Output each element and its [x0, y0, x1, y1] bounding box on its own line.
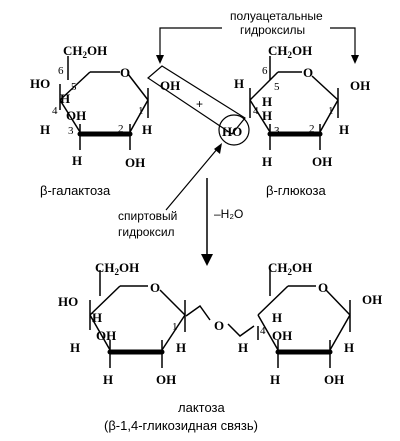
- glucose-c2-oh: OH: [312, 154, 332, 169]
- lactose-right-c3-h: H: [238, 340, 248, 355]
- plus-sign: +: [196, 97, 203, 111]
- lactose-left-c4-oh: HO: [58, 294, 78, 309]
- water-loss-label: –H₂O: [214, 207, 243, 221]
- galactose-c1-h: H: [142, 122, 152, 137]
- glucose-num-1: 1: [328, 105, 334, 117]
- galactose-c4-h: H: [60, 91, 70, 106]
- condensation-annotation: +: [147, 65, 250, 146]
- galactose-structure: CH2OH O HO H OH H H OH H OH 6 5 4 3 2 1: [30, 43, 180, 170]
- lactose-right-c1-oh: OH: [362, 292, 382, 307]
- lactose-left-c3-oh: OH: [96, 328, 116, 343]
- lactose-left-ring-oxygen: O: [150, 280, 160, 295]
- glucose-num-2: 2: [309, 123, 315, 135]
- lactose-right-num-4: 4: [260, 325, 266, 337]
- glucose-num-6: 6: [262, 65, 268, 77]
- galactose-ring-oxygen: O: [120, 65, 130, 80]
- galactose-num-3: 3: [68, 125, 74, 137]
- hemiacetal-label-line2: гидроксилы: [240, 23, 305, 37]
- glycosidic-oxygen: O: [214, 318, 224, 333]
- condensation-box: [147, 65, 246, 135]
- lactose-left-ring: CH2OH O HO H OH H H OH H 1: [58, 260, 186, 387]
- lactose-right-c3-oh: OH: [272, 328, 292, 343]
- glucose-c1-h: H: [339, 122, 349, 137]
- galactose-num-1: 1: [138, 105, 144, 117]
- galactose-ch2oh: CH2OH: [63, 43, 107, 60]
- glucose-num-4: 4: [253, 105, 259, 117]
- lactose-right-c1-h: H: [344, 340, 354, 355]
- glucose-name: β-глюкоза: [266, 183, 326, 198]
- glucose-ring-oxygen: O: [303, 65, 313, 80]
- galactose-c2-oh: OH: [125, 155, 145, 170]
- hemiacetal-arrows: [156, 27, 359, 64]
- lactose-right-ring: CH2OH O OH H OH H H OH H 4: [238, 260, 382, 387]
- galactose-c1-oh: OH: [160, 78, 180, 93]
- alcohol-label-line1: спиртовый: [118, 209, 177, 223]
- lactose-right-ring-oxygen: O: [318, 280, 328, 295]
- galactose-name: β-галактоза: [40, 183, 111, 198]
- lactose-left-c2-h: H: [103, 372, 113, 387]
- alcohol-label-line2: гидроксил: [118, 225, 175, 239]
- glucose-c4-h: H: [234, 76, 244, 91]
- glucose-num-3: 3: [274, 125, 280, 137]
- lactose-left-c3-h: H: [70, 340, 80, 355]
- galactose-num-2: 2: [118, 123, 124, 135]
- glucose-ch2oh: CH2OH: [268, 43, 312, 60]
- glucose-c1-oh: OH: [350, 78, 370, 93]
- alcohol-hydroxyl-circle: [218, 114, 250, 146]
- galactose-num-4: 4: [52, 105, 58, 117]
- glycosidic-bond: O: [185, 304, 255, 337]
- glucose-c5-h: H: [262, 94, 272, 109]
- glucose-structure: CH2OH O H HO H H H OH OH H 6 5 4 3 2 1: [222, 43, 370, 169]
- reaction-arrow: [201, 178, 213, 266]
- lactose-right-c2-h: H: [270, 372, 280, 387]
- galactose-c2-h: H: [72, 153, 82, 168]
- glucose-c4-oh: HO: [222, 124, 242, 139]
- lactose-left-c1-h: H: [176, 340, 186, 355]
- lactose-right-ch2oh: CH2OH: [268, 260, 312, 277]
- alcohol-arrow: [165, 143, 222, 211]
- galactose-c3-oh: OH: [66, 108, 86, 123]
- glucose-num-5: 5: [274, 81, 280, 93]
- lactose-left-ch2oh: CH2OH: [95, 260, 139, 277]
- glucose-c3-oh-label: H: [262, 108, 272, 123]
- glucose-c2-h: H: [262, 154, 272, 169]
- lactose-right-c2-oh: OH: [324, 372, 344, 387]
- lactose-right-c5-h: H: [272, 310, 282, 325]
- hemiacetal-label-line1: полуацетальные: [230, 9, 323, 23]
- galactose-c4-oh: HO: [30, 76, 50, 91]
- lactose-left-c4-h: H: [92, 310, 102, 325]
- galactose-c3-h: H: [40, 122, 50, 137]
- lactose-left-c2-oh: OH: [156, 372, 176, 387]
- lactose-name: лактоза: [178, 400, 226, 415]
- lactose-bond-name: (β-1,4-гликозидная связь): [104, 418, 258, 433]
- lactose-left-num-1: 1: [172, 321, 178, 333]
- galactose-num-5: 5: [71, 81, 77, 93]
- galactose-num-6: 6: [58, 65, 64, 77]
